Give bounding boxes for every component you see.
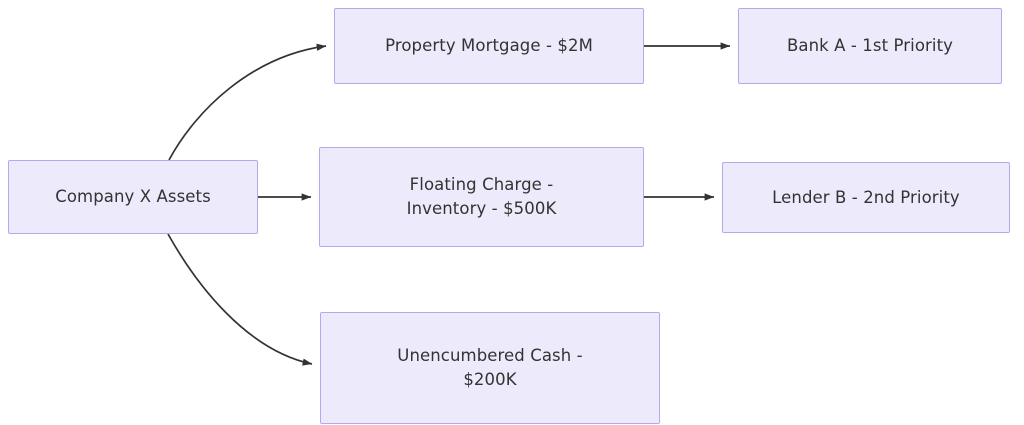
- node-label-company-x-assets: Company X Assets: [55, 187, 211, 207]
- node-unencumbered-cash[interactable]: Unencumbered Cash - $200K: [320, 312, 660, 424]
- node-label-unencumbered-cash: Unencumbered Cash - $200K: [397, 346, 583, 389]
- node-company-x-assets[interactable]: Company X Assets: [8, 160, 258, 234]
- node-label-floating-charge-inventory: Floating Charge - Inventory - $500K: [406, 175, 557, 218]
- node-floating-charge-inventory[interactable]: Floating Charge - Inventory - $500K: [319, 147, 644, 247]
- node-label-property-mortgage: Property Mortgage - $2M: [385, 36, 593, 56]
- node-property-mortgage[interactable]: Property Mortgage - $2M: [334, 8, 644, 84]
- node-label-lender-b-second-priority: Lender B - 2nd Priority: [772, 187, 960, 207]
- node-bank-a-first-priority[interactable]: Bank A - 1st Priority: [738, 8, 1002, 84]
- edge-source-to-cash: [167, 233, 313, 366]
- node-label-bank-a-first-priority: Bank A - 1st Priority: [786, 36, 954, 56]
- node-lender-b-second-priority[interactable]: Lender B - 2nd Priority: [722, 162, 1010, 233]
- edge-source-to-mortgage: [168, 43, 327, 161]
